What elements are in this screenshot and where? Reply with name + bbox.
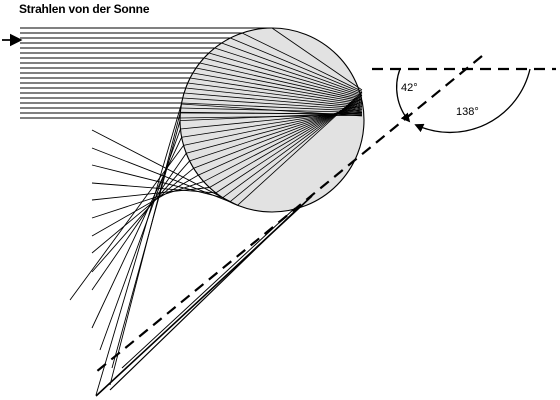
outgoing-ray	[99, 128, 181, 351]
refracted-ray	[208, 52, 363, 98]
rainbow-edge-ray	[121, 207, 296, 369]
refracted-ray	[203, 57, 363, 99]
outgoing-ray	[91, 174, 199, 237]
outgoing-ray	[91, 181, 204, 219]
refracted-ray	[196, 67, 363, 102]
angle-42-arc	[396, 68, 411, 123]
outgoing-ray	[95, 103, 182, 396]
angle-138-arc	[414, 68, 531, 134]
refracted-ray	[192, 72, 363, 103]
refracted-ray	[230, 37, 363, 94]
outgoing-ray	[91, 167, 194, 254]
outgoing-ray	[91, 182, 216, 194]
angle-138-label: 138°	[456, 106, 479, 118]
refracted-ray	[214, 47, 363, 96]
refracted-ray	[187, 82, 363, 106]
refracted-ray	[184, 92, 363, 109]
refracted-ray	[221, 42, 363, 95]
refracted-ray	[241, 32, 363, 92]
refracted-ray	[185, 87, 363, 108]
reflected-ray	[181, 103, 363, 117]
outgoing-ray	[91, 153, 187, 291]
refracted-ray	[199, 62, 363, 101]
outgoing-ray	[109, 112, 181, 386]
refracted-ray	[182, 97, 363, 110]
outgoing-ray	[91, 160, 190, 273]
outgoing-ray	[91, 187, 210, 201]
refracted-ray	[181, 102, 363, 112]
sun-direction-dashed-line	[95, 55, 483, 373]
angle-42-label: 42°	[401, 82, 418, 94]
light-rays	[20, 27, 363, 397]
refracted-ray	[190, 77, 363, 105]
rainbow-edge-ray	[109, 205, 301, 391]
diagram-title: Strahlen von der Sonne	[19, 2, 150, 16]
refracted-ray	[271, 27, 363, 91]
